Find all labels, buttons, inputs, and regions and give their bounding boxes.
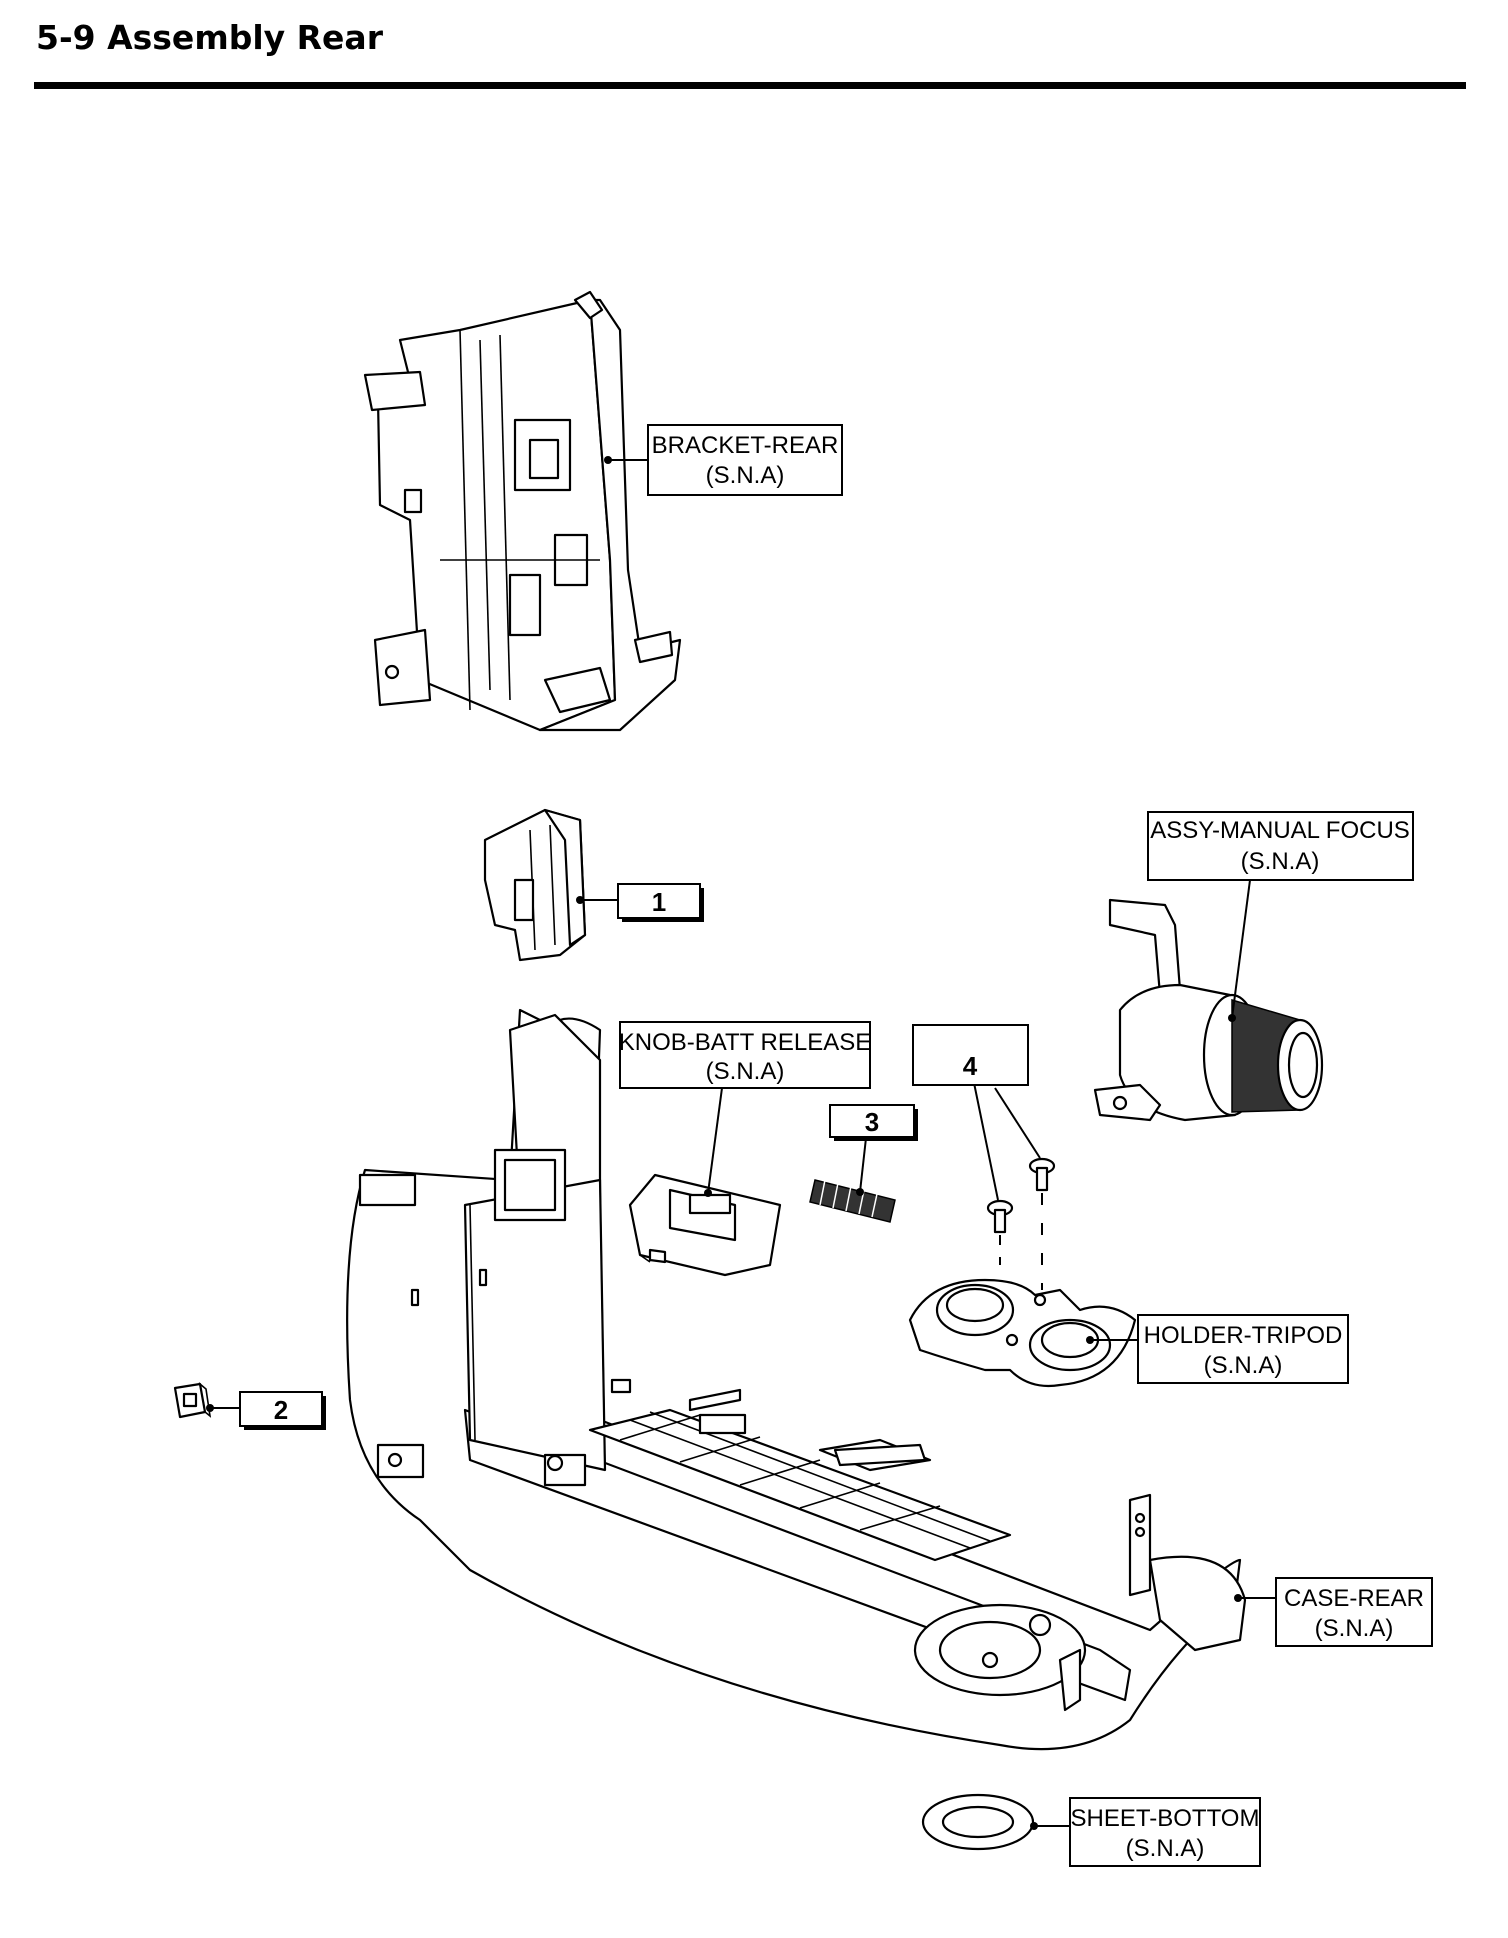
- label-case-rear: CASE-REAR (S.N.A): [1275, 1577, 1433, 1647]
- part-4-screws: [986, 1157, 1056, 1290]
- label-holder-tripod-note: (S.N.A): [1204, 1352, 1283, 1379]
- case-rear-part: [346, 1008, 1247, 1751]
- callout-2-number: 2: [274, 1395, 288, 1425]
- callout-2: 2: [239, 1391, 326, 1430]
- label-holder-tripod-name: HOLDER-TRIPOD: [1144, 1322, 1343, 1349]
- page-title: 5-9 Assembly Rear: [36, 18, 383, 57]
- bracket-rear-part: [363, 290, 682, 732]
- title-rule: [34, 82, 1466, 89]
- callout-4-number: 4: [963, 1051, 978, 1081]
- callout-3-number: 3: [865, 1107, 879, 1137]
- label-bracket-rear: BRACKET-REAR (S.N.A): [647, 424, 843, 496]
- callout-4: 4: [912, 1024, 1029, 1086]
- label-bracket-rear-note: (S.N.A): [706, 462, 785, 489]
- label-holder-tripod: HOLDER-TRIPOD (S.N.A): [1137, 1314, 1349, 1384]
- label-case-rear-note: (S.N.A): [1315, 1615, 1394, 1642]
- callout-3: 3: [829, 1104, 918, 1141]
- label-sheet-bottom: SHEET-BOTTOM (S.N.A): [1069, 1797, 1261, 1867]
- label-assy-manual-focus-name: ASSY-MANUAL FOCUS: [1150, 817, 1410, 844]
- label-assy-manual-focus-note: (S.N.A): [1241, 848, 1320, 875]
- label-bracket-rear-name: BRACKET-REAR: [652, 432, 839, 459]
- label-sheet-bottom-name: SHEET-BOTTOM: [1071, 1805, 1260, 1832]
- callout-1-number: 1: [652, 887, 666, 917]
- part-3-spring: [809, 1179, 896, 1223]
- label-knob-batt-release-name: KNOB-BATT RELEASE: [619, 1029, 872, 1056]
- part-2-nut: [173, 1381, 212, 1419]
- knob-batt-release-part: [628, 1173, 782, 1277]
- label-assy-manual-focus: ASSY-MANUAL FOCUS (S.N.A): [1147, 811, 1414, 881]
- label-knob-batt-release: KNOB-BATT RELEASE (S.N.A): [619, 1021, 872, 1089]
- callout-1: 1: [617, 883, 704, 922]
- holder-tripod-part: [908, 1278, 1137, 1388]
- label-case-rear-name: CASE-REAR: [1284, 1585, 1424, 1612]
- label-sheet-bottom-note: (S.N.A): [1126, 1835, 1205, 1862]
- sheet-bottom-part: [921, 1793, 1035, 1851]
- part-1-connector: [483, 808, 587, 962]
- assy-manual-focus-part: [1093, 898, 1324, 1122]
- label-knob-batt-release-note: (S.N.A): [706, 1058, 785, 1085]
- leader-lines: [206, 456, 1276, 1830]
